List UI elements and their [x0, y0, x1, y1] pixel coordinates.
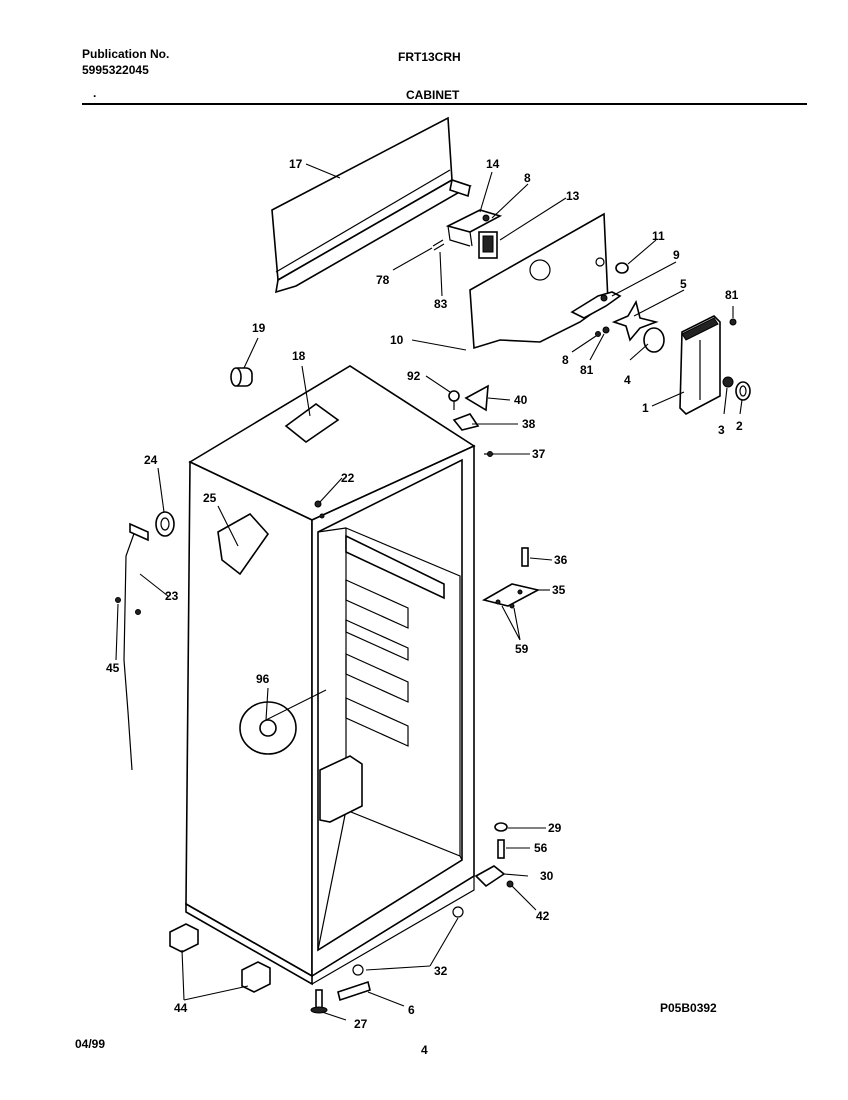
part-44-leg-right — [241, 961, 271, 993]
part-24-grommet — [155, 511, 175, 537]
callout-45: 45 — [106, 661, 120, 675]
shelf-supports — [345, 579, 409, 747]
callout-22: 22 — [341, 471, 355, 485]
callout-10: 10 — [390, 333, 404, 347]
part-27-leveler — [310, 989, 328, 1014]
callout-2: 2 — [736, 419, 743, 433]
part-81-screw-b — [602, 326, 610, 334]
part-11-grommet — [615, 262, 629, 274]
part-23-drain-tube — [123, 522, 149, 771]
callout-8-lower: 8 — [562, 353, 569, 367]
callout-37: 37 — [532, 447, 546, 461]
header-rule — [82, 103, 807, 105]
part-1-housing — [679, 315, 721, 415]
part-10-rear-panel — [469, 212, 609, 350]
footer-date: 04/99 — [75, 1037, 106, 1051]
part-37-pin — [484, 451, 494, 457]
callout-83: 83 — [434, 297, 448, 311]
part-3-nut — [722, 376, 734, 388]
callout-11: 11 — [652, 229, 665, 243]
callout-18: 18 — [292, 349, 306, 363]
callout-13: 13 — [566, 189, 580, 203]
part-17-duct-cover — [271, 116, 472, 294]
callout-4: 4 — [624, 373, 631, 387]
part-56-pin — [497, 839, 505, 859]
callout-6: 6 — [408, 1003, 415, 1017]
callout-81-lower: 81 — [580, 363, 594, 377]
callout-44: 44 — [174, 1001, 188, 1015]
callout-42: 42 — [536, 909, 550, 923]
callout-3: 3 — [718, 423, 725, 437]
part-8-screw-lower — [595, 331, 601, 337]
callout-5: 5 — [680, 277, 687, 291]
callout-40: 40 — [514, 393, 528, 407]
callout-35: 35 — [552, 583, 566, 597]
part-19-plug — [230, 367, 253, 387]
callout-24: 24 — [144, 453, 158, 467]
part-38-top-hinge — [452, 413, 480, 431]
callout-19: 19 — [252, 321, 266, 335]
callout-8-upper: 8 — [524, 171, 531, 185]
part-45-clip — [115, 597, 141, 615]
publication-number: 5995322045 — [82, 63, 149, 77]
leader-lines — [115, 163, 743, 1021]
publication-label: Publication No. — [82, 47, 170, 61]
part-36-pin — [521, 547, 529, 567]
header-bullet: . — [93, 86, 97, 100]
part-35-center-hinge — [481, 583, 541, 607]
section-title: CABINET — [406, 88, 460, 102]
part-42-screw — [506, 880, 514, 888]
callout-29: 29 — [548, 821, 562, 835]
callout-38: 38 — [522, 417, 536, 431]
part-5-fan-blade — [611, 299, 659, 342]
callout-23: 23 — [165, 589, 179, 603]
callout-17: 17 — [289, 157, 303, 171]
cabinet-body — [185, 365, 476, 986]
callout-59: 59 — [515, 642, 529, 656]
part-8-screw-top — [482, 214, 490, 222]
part-2-knob — [735, 381, 751, 401]
part-4-fan-motor — [643, 327, 665, 353]
callout-78: 78 — [376, 273, 390, 287]
callout-96: 96 — [256, 672, 270, 686]
part-78-clip — [432, 239, 445, 251]
part-92-screw — [448, 390, 460, 410]
part-6-grille — [337, 980, 371, 1002]
callout-36: 36 — [554, 553, 568, 567]
callout-1: 1 — [642, 401, 649, 415]
callout-92: 92 — [407, 369, 421, 383]
callout-30: 30 — [540, 869, 554, 883]
callout-27: 27 — [354, 1017, 368, 1031]
callout-25: 25 — [203, 491, 217, 505]
drawing-id: P05B0392 — [660, 1001, 717, 1015]
callout-9: 9 — [673, 248, 680, 262]
part-81-screw-a — [729, 318, 737, 326]
callout-81-right: 81 — [725, 288, 739, 302]
callout-labels: 17 14 8 13 78 83 11 9 5 81 10 8 81 4 1 3… — [106, 157, 743, 1031]
part-30-bottom-hinge — [474, 865, 506, 888]
model-number: FRT13CRH — [398, 50, 461, 64]
page-number: 4 — [421, 1043, 428, 1057]
part-40-hinge-cover — [464, 384, 489, 412]
callout-56: 56 — [534, 841, 548, 855]
part-29-washer — [494, 822, 508, 832]
part-59-screws — [495, 599, 515, 609]
part-13-control — [478, 231, 498, 259]
part-9-fan-bracket — [570, 291, 622, 319]
callout-32: 32 — [434, 964, 448, 978]
part-44-leg-left — [169, 923, 199, 953]
callout-14: 14 — [486, 157, 500, 171]
